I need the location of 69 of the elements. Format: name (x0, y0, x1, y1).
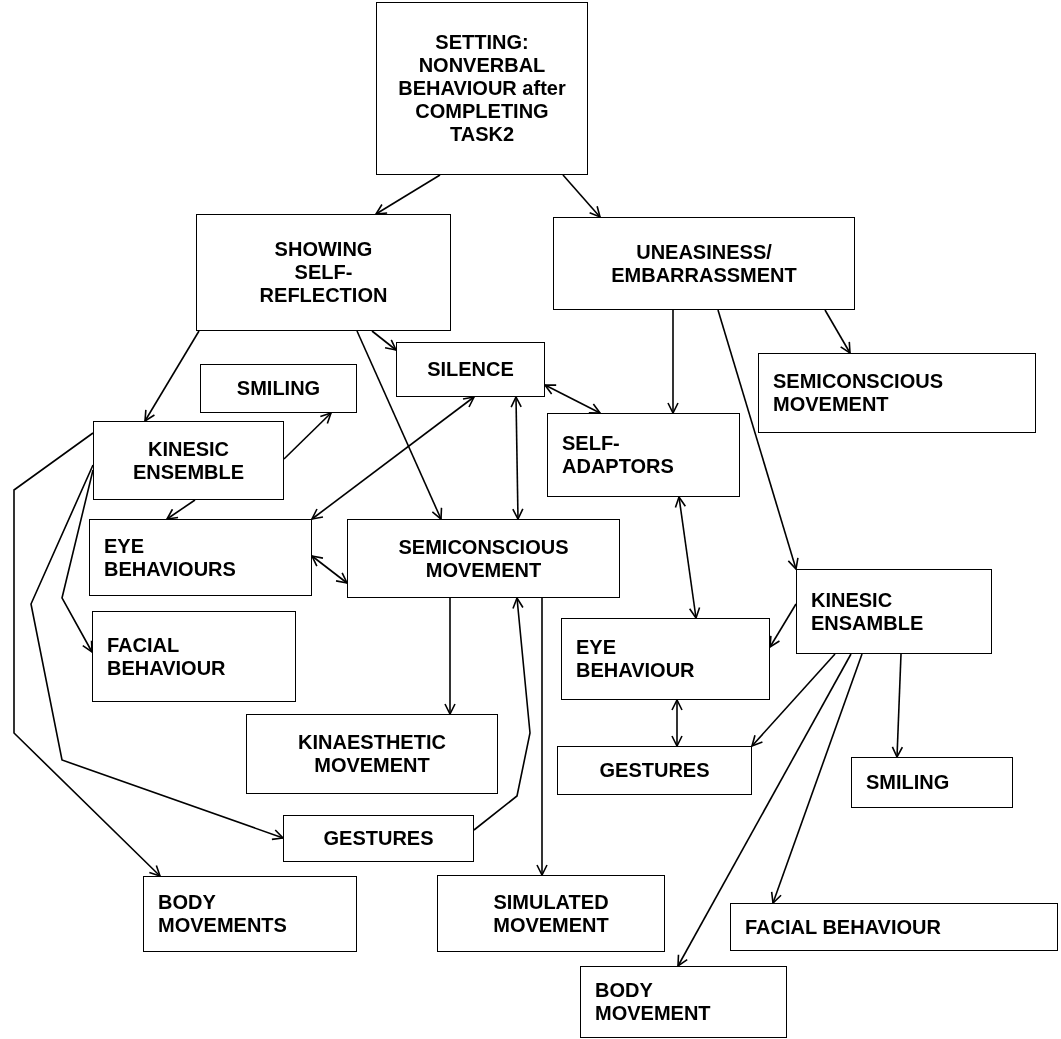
arrow (544, 384, 601, 414)
process-box (92, 611, 296, 702)
process-box (347, 519, 620, 598)
arrow (144, 330, 200, 422)
process-box (561, 618, 770, 700)
node-label: SIMULATED MOVEMENT (492, 890, 610, 937)
arrow (283, 412, 332, 460)
process-box (396, 342, 545, 397)
arrow (717, 309, 799, 570)
node-label: EYE BEHAVIOUR (576, 636, 696, 682)
process-box (283, 815, 474, 862)
node-label: SMILING (236, 377, 321, 400)
node-label: FACIAL BEHAVIOUR (107, 633, 227, 680)
process-box (580, 966, 787, 1038)
arrow (311, 555, 348, 584)
node-label: SHOWING SELF-REFLECTION (258, 238, 389, 307)
arrow (371, 330, 397, 351)
arrow (473, 597, 531, 831)
process-box (143, 876, 357, 952)
process-box (93, 421, 284, 500)
arrow (536, 597, 548, 876)
node-label: SEMICONSCIOUS MOVEMENT (397, 535, 570, 582)
node-label: SMILING (866, 771, 950, 794)
node-label: GESTURES (323, 827, 434, 850)
arrow (770, 653, 863, 904)
arrow (375, 174, 441, 215)
process-box (547, 413, 740, 497)
arrow (677, 653, 852, 967)
arrow (562, 174, 601, 218)
arrow (674, 496, 701, 619)
arrow (444, 597, 456, 715)
process-box (89, 519, 312, 596)
node-label: UNEASINESS/ EMBARRASSMENT (610, 240, 798, 287)
node-label: KINESIC ENSAMBLE (811, 588, 925, 635)
node-label: KINAESTHETIC MOVEMENT (297, 731, 447, 777)
node-label: GESTURES (599, 759, 710, 782)
process-box (796, 569, 992, 654)
node-label: SILENCE (427, 358, 514, 381)
arrow (30, 464, 284, 841)
node-label: KINESIC ENSEMBLE (131, 437, 246, 484)
process-box (196, 214, 451, 331)
node-label: SETTING: NONVERBAL BEHAVIOUR after COMPLETING TASK2 (397, 31, 567, 146)
node-label: BODY MOVEMENTS (158, 891, 288, 937)
process-box (758, 353, 1036, 433)
arrow (61, 469, 94, 653)
arrow (356, 330, 443, 520)
arrow (510, 396, 524, 520)
node-label: EYE BEHAVIOURS (104, 534, 237, 581)
process-box (730, 903, 1058, 951)
node-label: FACIAL BEHAVIOUR (745, 915, 941, 939)
arrow (166, 499, 196, 520)
arrow (751, 653, 836, 747)
arrow (667, 309, 679, 414)
process-box (553, 217, 855, 310)
process-box (557, 746, 752, 795)
process-box (200, 364, 357, 413)
arrow (13, 432, 161, 877)
process-box (376, 2, 588, 175)
arrow (891, 653, 904, 758)
process-box (437, 875, 665, 952)
node-label: SEMICONSCIOUS MOVEMENT (773, 370, 945, 416)
arrow (824, 309, 851, 354)
process-box (851, 757, 1013, 808)
arrow (671, 699, 683, 747)
process-box (246, 714, 498, 794)
node-label: BODY MOVEMENT (595, 979, 712, 1025)
arrow (311, 396, 475, 520)
arrow (769, 603, 797, 648)
node-label: SELF-ADAPTORS (562, 432, 675, 478)
